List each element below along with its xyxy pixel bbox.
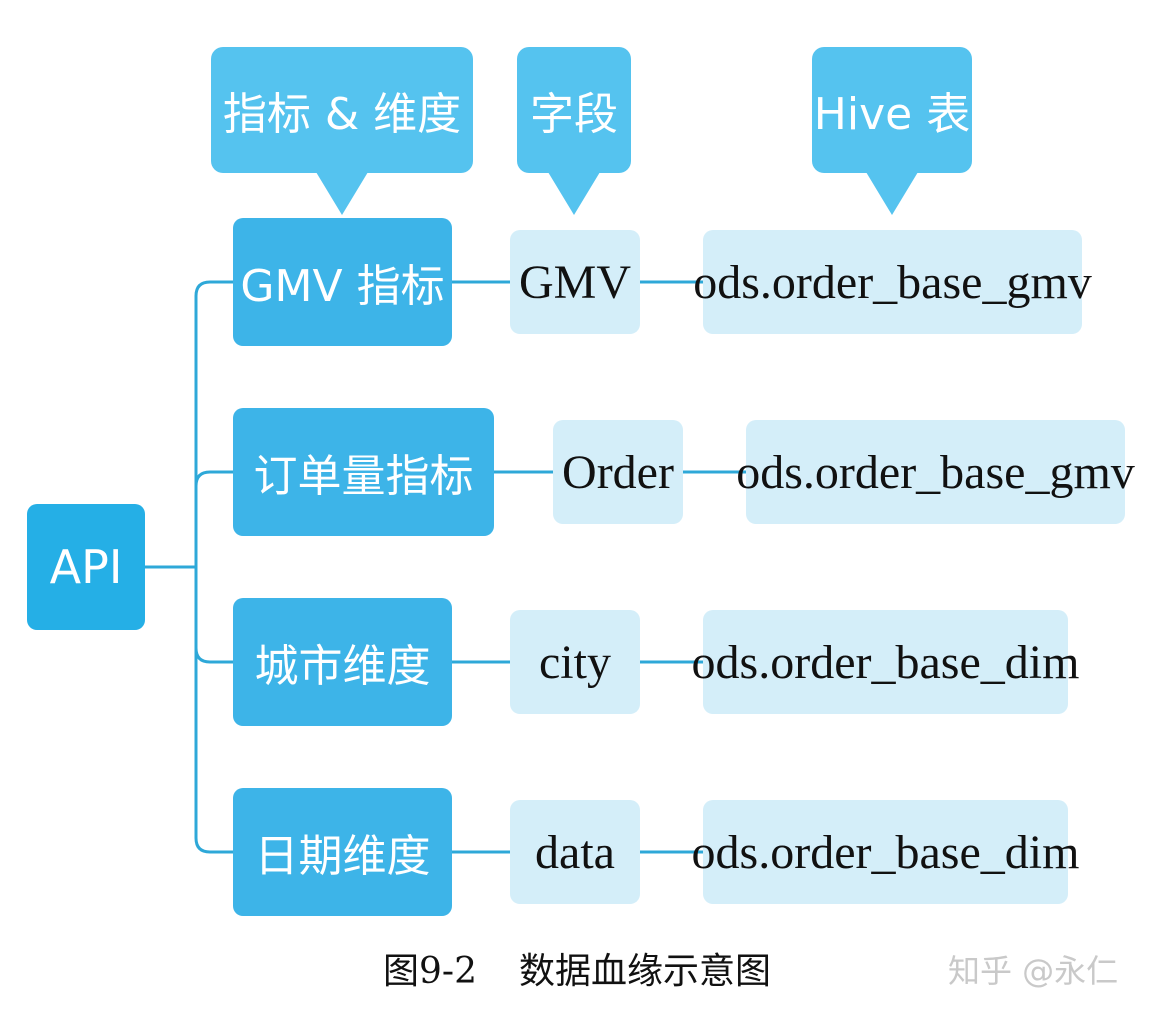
connector-trunk-row-2 [194,470,235,569]
field-node-label: data [535,825,615,879]
table-node-label: ods.order_base_dim [691,635,1080,689]
label-bubble-metric-dimension: 指标 & 维度 [211,47,473,173]
field-node-label: city [539,635,611,689]
metric-node-label: GMV 指标 [240,261,445,312]
field-node-2: Order [553,420,683,524]
metric-node-label: 订单量指标 [253,451,474,502]
label-bubble-field: 字段 [517,47,631,173]
label-field-text: 字段 [530,89,618,140]
figure-title: 数据血缘示意图 [518,951,771,992]
table-node-label: ods.order_base_gmv [736,445,1135,499]
metric-node-4: 日期维度 [233,788,452,916]
metric-node-label: 城市维度 [254,641,431,692]
table-node-label: ods.order_base_dim [691,825,1080,879]
connector-trunk-row-4 [194,565,235,854]
metric-node-1: GMV 指标 [233,218,452,346]
table-node-label: ods.order_base_gmv [693,255,1092,309]
figure-number: 图9-2 [383,951,477,992]
table-node-2: ods.order_base_gmv [736,420,1135,524]
table-node-1: ods.order_base_gmv [693,230,1092,334]
table-node-3: ods.order_base_dim [692,610,1079,714]
label-bubble-hive-table: Hive 表 [812,47,972,173]
metric-node-2: 订单量指标 [233,408,494,536]
connector-trunk-row-1 [194,280,235,569]
api-node: API [27,504,145,630]
field-node-1: GMV [510,230,640,334]
field-node-label: Order [562,445,674,499]
table-node-4: ods.order_base_dim [692,800,1079,904]
metric-node-3: 城市维度 [233,598,452,726]
connector-trunk-row-3 [194,565,235,664]
metric-node-label: 日期维度 [254,831,431,882]
figure-caption: 图9-2 数据血缘示意图 [383,942,771,994]
label-metric-dimension-text: 指标 & 维度 [222,89,462,140]
field-node-4: data [510,800,640,904]
api-node-label: API [49,540,123,594]
field-node-3: city [510,610,640,714]
label-hive-table-text: Hive 表 [813,89,971,140]
field-node-label: GMV [518,255,631,309]
watermark: 知乎 @永仁 [948,952,1119,990]
